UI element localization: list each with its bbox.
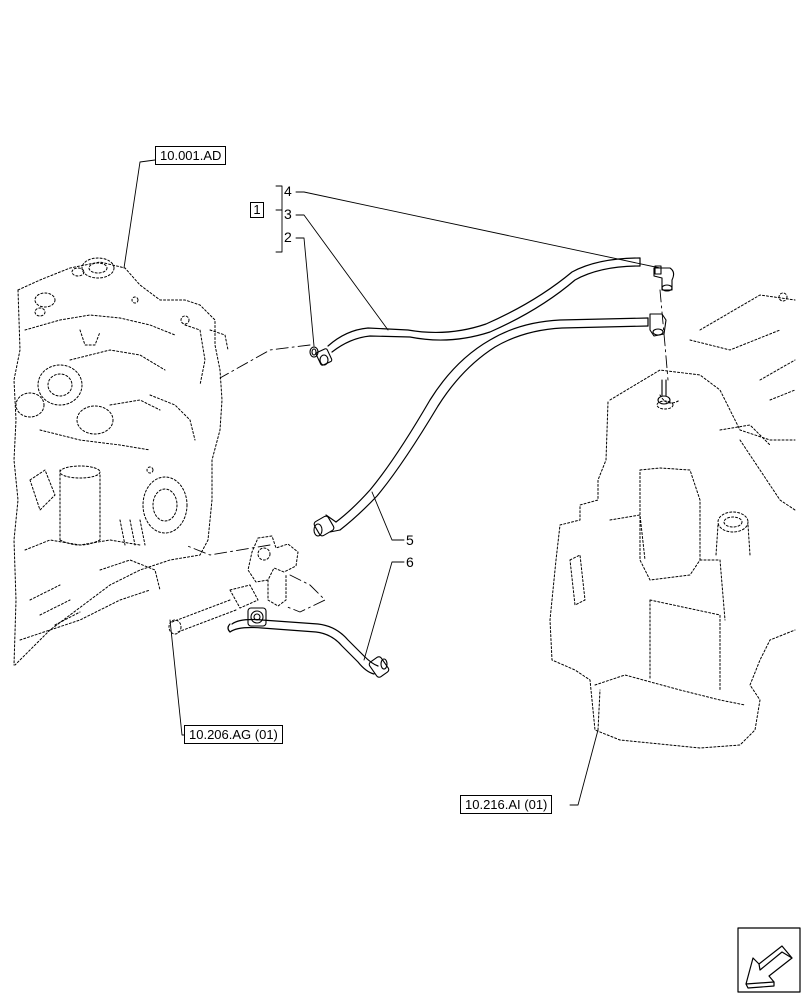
tank-port (657, 379, 671, 405)
ref-engine-label[interactable]: 10.001.AD (155, 146, 227, 165)
engine-phantom (13, 257, 229, 666)
arrow-navigation-icon (737, 927, 801, 993)
callout-6: 6 (406, 554, 414, 570)
fitting-5-end (313, 514, 341, 537)
callout-5: 5 (406, 532, 414, 548)
callout-2: 2 (284, 229, 292, 245)
tube-3 (327, 257, 641, 353)
elbow-fitting-4 (653, 265, 675, 292)
tank-phantom (549, 292, 796, 749)
callout-3: 3 (284, 206, 292, 222)
group-box-label: 1 (250, 202, 264, 218)
fitting-5-top (649, 313, 667, 337)
o-ring-2 (309, 346, 319, 358)
ref-filter-label[interactable]: 10.206.AG (01) (184, 725, 283, 744)
leader-lines (123, 159, 661, 806)
tube-6 (227, 618, 379, 675)
fitting-3-end (315, 348, 333, 366)
tube-5 (335, 317, 649, 531)
fitting-6-end (368, 656, 390, 678)
ref-tank-label[interactable]: 10.216.AI (01) (460, 795, 553, 814)
filter-phantom (168, 535, 299, 635)
callout-4: 4 (284, 183, 292, 199)
fitting-6-filter (247, 607, 267, 627)
connection-centerlines (184, 289, 669, 613)
